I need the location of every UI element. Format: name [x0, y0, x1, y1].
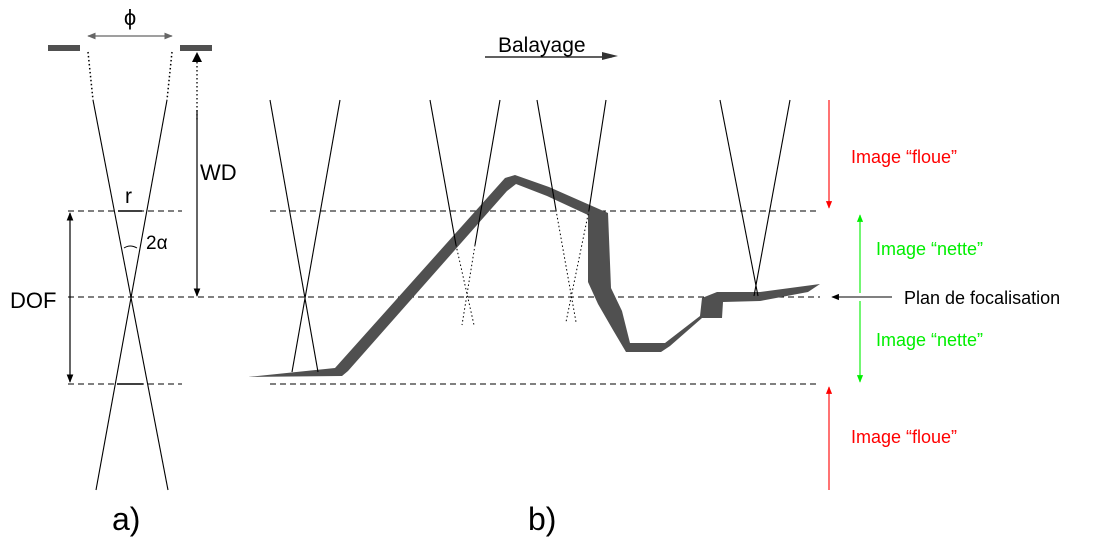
beam-left-dotted — [87, 51, 94, 101]
convergence-angle-label: 2α — [146, 233, 168, 254]
panel-b: Balayage Image “floue” — [248, 34, 1060, 537]
focus-planes — [68, 210, 820, 385]
beam-position-3 — [536, 99, 607, 323]
aperture-plate-right — [180, 45, 212, 51]
aperture-plate-left — [48, 45, 80, 51]
panel-a: ϕ r 2α WD DOF a) — [10, 5, 237, 537]
working-distance-label: WD — [200, 160, 237, 185]
panel-a-caption: a) — [112, 501, 140, 537]
zone-label-sharp-bottom: Image “nette” — [876, 330, 983, 350]
beam-ray-left — [92, 99, 169, 491]
aperture-diameter-label: ϕ — [124, 5, 136, 30]
focal-plane-label: Plan de focalisation — [904, 288, 1060, 308]
radius-label: r — [125, 185, 132, 208]
zone-label-blurry-bottom: Image “floue” — [851, 427, 957, 447]
scan-direction-label: Balayage — [498, 34, 586, 57]
depth-of-field-label: DOF — [10, 288, 56, 313]
sample-surface — [248, 175, 820, 377]
beam-position-2 — [429, 99, 501, 326]
zone-label-sharp-top: Image “nette” — [876, 239, 983, 259]
convergence-angle-arc — [123, 245, 138, 249]
working-distance-top-arrowhead — [192, 52, 202, 62]
beam-position-1 — [269, 99, 341, 373]
zone-label-blurry-top: Image “floue” — [851, 147, 957, 167]
scan-direction-arrowhead — [602, 52, 618, 60]
beam-ray-right — [95, 99, 168, 491]
panel-b-caption: b) — [528, 501, 556, 537]
beam-position-4 — [719, 99, 791, 297]
beam-right-dotted — [166, 51, 173, 101]
